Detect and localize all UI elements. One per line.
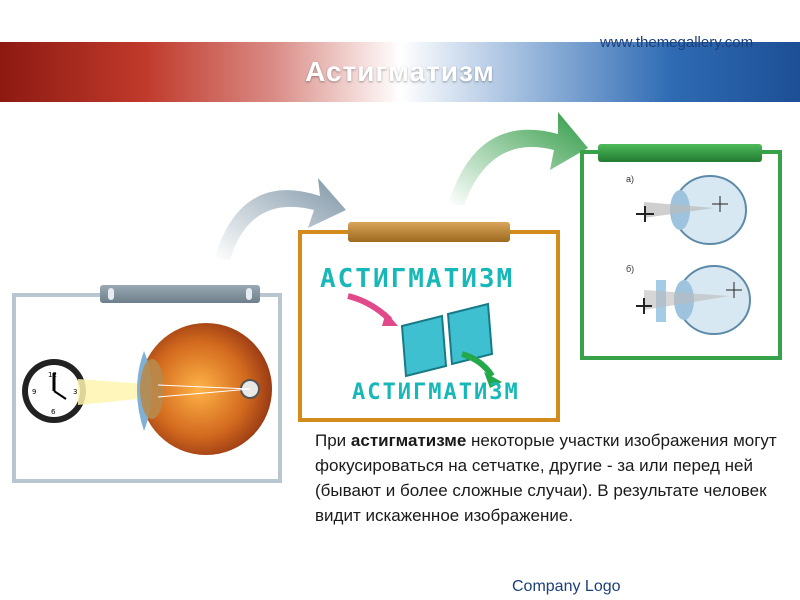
description-rest: некоторые участки изображения могут фоку… [315,431,777,525]
svg-text:12: 12 [48,371,57,379]
svg-text:3: 3 [73,388,77,396]
svg-text:6: 6 [51,408,56,416]
word-astigmatism-bottom: АСТИГМАТИЗМ [352,380,520,405]
diagram-label-b: б) [626,264,635,274]
svg-text:9: 9 [32,388,36,396]
arrow-gray-icon [214,178,346,260]
arrow-green-icon [448,112,588,205]
eye-diagram-a-illustration [636,175,747,245]
frame-3-header-bar [598,144,762,162]
eye-clock-frame: 12 3 6 9 [12,293,282,483]
title-band [0,42,800,102]
slide-title: Астигматизм [305,56,495,87]
description-text: При астигматизме некоторые участки изобр… [315,428,795,528]
diagram-label-a: а) [626,174,635,184]
company-logo-text: Company Logo [512,578,620,595]
description-prefix: При [315,431,351,450]
eye-focus-illustration: 12 3 6 9 [22,323,272,455]
site-url: www.themegallery.com [600,34,754,51]
eye-diagram-b-illustration [636,265,751,335]
eye-diagram-frame: а) б) [580,150,782,360]
frame-1-header-bar [100,285,260,303]
lens-arrows-illustration [347,293,502,388]
description-bold-term: астигматизме [350,431,467,450]
frame-2-header-bar [348,222,510,242]
word-astigmatism-top: АСТИГМАТИЗМ [320,264,515,294]
astigmatism-lens-frame: АСТИГМАТИЗМ АСТИГМАТИЗМ [298,230,560,422]
